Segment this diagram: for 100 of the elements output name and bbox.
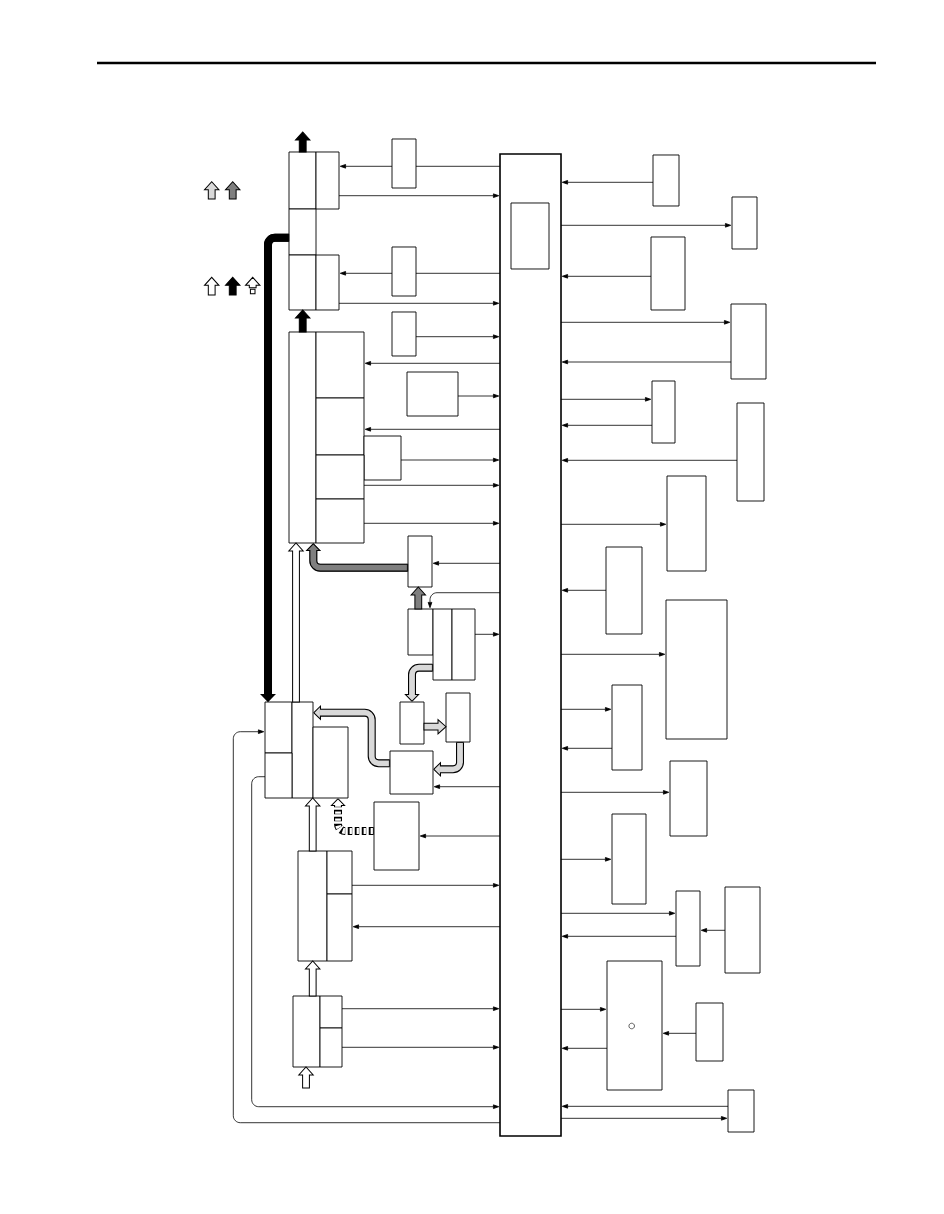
arrow: [560, 223, 732, 228]
arrow: [561, 934, 677, 939]
block-box: [326, 893, 353, 962]
block-box: [315, 331, 365, 399]
block-box: [499, 153, 562, 1137]
block-box: [611, 684, 643, 771]
block-arrow: [423, 719, 447, 735]
arrow: [251, 776, 500, 1109]
block-arrow: [305, 960, 321, 997]
block-box: [606, 960, 663, 1091]
arrow: [662, 1031, 697, 1036]
block-box: [363, 435, 402, 481]
arrow: [561, 746, 613, 751]
arrow: [351, 883, 500, 888]
arrow: [560, 857, 612, 862]
arrow: [561, 588, 607, 593]
block-box: [319, 1027, 343, 1068]
block-box: [730, 303, 767, 380]
block-box: [391, 246, 417, 297]
arrow: [700, 928, 726, 933]
arrow: [560, 911, 676, 916]
block-box: [319, 995, 343, 1029]
block-box: [695, 1002, 724, 1062]
arrow: [561, 274, 652, 279]
block-box: [288, 208, 317, 256]
block-box: [326, 850, 353, 895]
block-box: [391, 138, 417, 189]
block-box: [315, 454, 365, 500]
arrow: [457, 393, 500, 399]
arrow: [560, 1116, 728, 1121]
arrow: [341, 1006, 500, 1011]
arrow: [560, 790, 670, 795]
arrow: [474, 632, 500, 637]
block-box: [315, 254, 340, 311]
block-box: [611, 813, 647, 905]
arrow: [560, 707, 612, 712]
block-box: [451, 608, 476, 681]
arrow: [560, 320, 731, 325]
block-box: [399, 701, 425, 745]
block-arrow: [305, 797, 321, 852]
connector-line: [415, 272, 501, 274]
block-arrow: [288, 542, 304, 703]
block-box: [510, 202, 550, 270]
block-box: [675, 890, 701, 967]
block-box: [731, 196, 758, 250]
block-arrow: [410, 586, 426, 610]
arrow: [419, 833, 501, 839]
block-box: [650, 236, 686, 311]
arrow: [561, 1046, 608, 1051]
arrow: [560, 522, 667, 527]
block-box: [651, 380, 676, 444]
arrow: [561, 180, 654, 185]
arrow: [561, 423, 653, 428]
block-box: [727, 1089, 755, 1133]
block-box: [736, 402, 765, 502]
block-box: [665, 599, 728, 740]
block-arrow: [295, 309, 311, 333]
block-box: [315, 151, 340, 210]
block-box: [373, 801, 420, 871]
arrow: [433, 784, 501, 789]
block-box: [406, 371, 459, 417]
arrow: [561, 458, 738, 463]
block-box: [669, 760, 708, 837]
arrow: [560, 397, 652, 402]
block-box: [652, 154, 680, 207]
arrow: [338, 193, 500, 198]
arrow: [363, 483, 500, 488]
block-box: [264, 752, 293, 799]
block-arrow: [305, 543, 408, 572]
arrow: [561, 1104, 729, 1109]
block-arrow: [330, 798, 374, 835]
block-box: [288, 254, 317, 311]
arrow: [364, 427, 501, 432]
connector-line: [415, 165, 501, 167]
block-arrow: [295, 131, 311, 153]
block-box: [724, 886, 761, 974]
block-box: [407, 535, 433, 588]
arrow: [560, 1007, 607, 1012]
block-box: [407, 608, 434, 656]
arrow: [560, 652, 666, 657]
block-box: [432, 608, 453, 681]
block-arrow: [433, 742, 464, 778]
arrow: [341, 1045, 500, 1050]
block-box: [445, 692, 471, 743]
arrow: [364, 361, 501, 366]
block-box: [391, 311, 417, 357]
block-box: [666, 475, 707, 572]
block-box: [312, 726, 349, 799]
arrow: [339, 271, 393, 276]
arrow: [415, 334, 500, 339]
block-box: [315, 397, 365, 456]
arrow: [400, 457, 500, 463]
arrow: [561, 359, 732, 365]
arrow: [339, 164, 393, 169]
arrow: [338, 301, 500, 306]
arrow: [432, 561, 501, 566]
block-box: [315, 498, 365, 544]
block-arrow: [298, 1066, 314, 1089]
arrow: [363, 521, 500, 526]
arrow: [352, 924, 501, 929]
